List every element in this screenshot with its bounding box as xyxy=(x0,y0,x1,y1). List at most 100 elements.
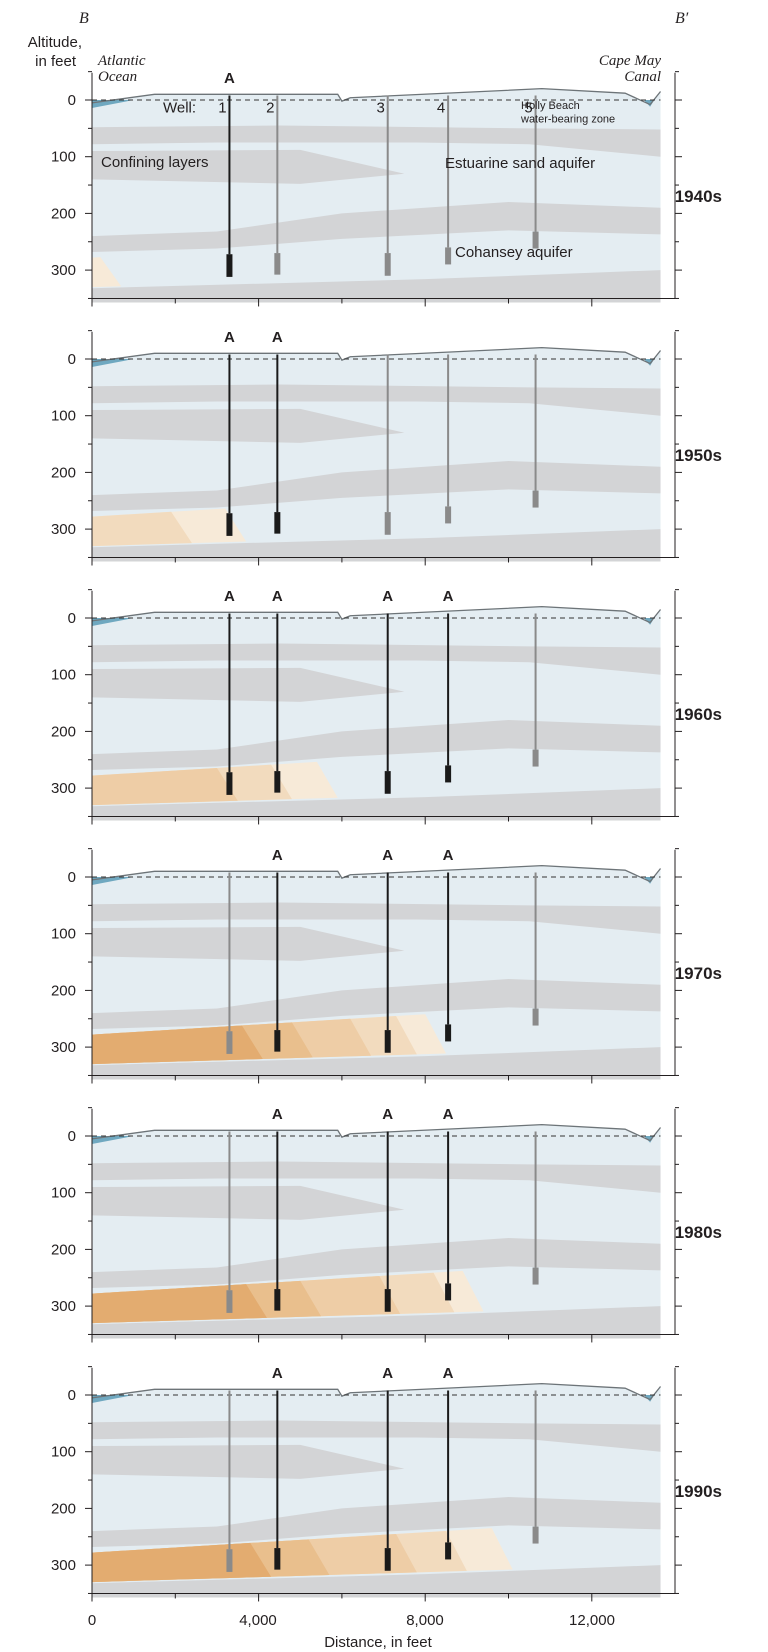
y-axis-title-line1: Altitude, xyxy=(28,34,82,51)
well-screen xyxy=(384,512,391,535)
confining-layers-label: Confining layers xyxy=(101,154,209,171)
confining-wedge xyxy=(92,667,405,702)
well-active-flag: A xyxy=(382,847,393,864)
lower-confining-layer xyxy=(92,1238,661,1288)
decade-label: 1940s xyxy=(675,187,722,206)
well-active-flag: A xyxy=(443,1365,454,1382)
upper-confining-layer xyxy=(92,125,661,157)
holly-beach-label-line1: Holly Beach xyxy=(521,100,580,112)
x-axis-title: Distance, in feet xyxy=(324,1634,432,1651)
y-tick-label: 0 xyxy=(68,610,76,627)
lower-confining-layer xyxy=(92,979,661,1029)
well-number-label: 5 xyxy=(524,99,532,116)
well-active-flag: A xyxy=(382,1365,393,1382)
y-tick-label: 200 xyxy=(51,1500,76,1517)
well-active-flag: A xyxy=(272,588,283,605)
y-tick-label: 100 xyxy=(51,926,76,943)
well-screen xyxy=(532,1267,539,1285)
well-screen xyxy=(384,1548,391,1571)
y-tick-label: 0 xyxy=(68,1128,76,1145)
well-screen xyxy=(226,772,233,795)
y-tick-label: 300 xyxy=(51,1557,76,1574)
well-active-flag: A xyxy=(443,1106,454,1123)
well-screen xyxy=(274,512,281,534)
upper-confining-layer xyxy=(92,902,661,934)
well-screen xyxy=(445,506,452,524)
well-screen xyxy=(445,1283,452,1301)
decade-label: 1960s xyxy=(675,705,722,724)
well-active-flag: A xyxy=(272,329,283,346)
basal-confining-layer xyxy=(92,1306,661,1339)
x-axis-tick-label-12000: 12,000 xyxy=(569,1612,615,1629)
decade-label: 1970s xyxy=(675,964,722,983)
well-screen xyxy=(226,1549,233,1572)
atlantic-ocean-label-line1: Atlantic xyxy=(97,53,146,69)
well-screen xyxy=(384,771,391,794)
section-end-label: B′ xyxy=(675,10,689,27)
holly-beach-label-line2: water-bearing zone xyxy=(520,114,615,126)
land-surface-line xyxy=(91,865,662,883)
well-screen xyxy=(532,1008,539,1026)
well-screen xyxy=(532,231,539,249)
well-screen xyxy=(226,254,233,277)
well-active-flag: A xyxy=(272,847,283,864)
panel-1980s: A A A 0 100 200 300 1980s xyxy=(51,1106,722,1343)
well-screen xyxy=(445,247,452,265)
y-tick-label: 200 xyxy=(51,464,76,481)
well-number-label: 2 xyxy=(266,99,274,116)
y-tick-label: 100 xyxy=(51,1185,76,1202)
basal-confining-layer xyxy=(92,529,661,562)
basal-confining-layer xyxy=(92,270,661,303)
y-tick-label: 100 xyxy=(51,1444,76,1461)
estuarine-aquifer-label: Estuarine sand aquifer xyxy=(445,155,595,172)
well-screen xyxy=(445,765,452,783)
well-prefix-label: Well: xyxy=(163,99,196,116)
well-screen xyxy=(384,1030,391,1053)
basal-confining-layer xyxy=(92,1047,661,1080)
decade-label: 1980s xyxy=(675,1223,722,1242)
atlantic-ocean-label-line2: Ocean xyxy=(98,69,137,85)
decade-label: 1990s xyxy=(675,1482,722,1501)
upper-confining-layer xyxy=(92,1161,661,1193)
land-surface-line xyxy=(91,347,662,365)
y-tick-label: 300 xyxy=(51,1039,76,1056)
lower-confining-layer xyxy=(92,202,661,252)
confining-wedge xyxy=(92,926,405,961)
upper-confining-layer xyxy=(92,384,661,416)
y-tick-label: 200 xyxy=(51,1241,76,1258)
lower-confining-layer xyxy=(92,720,661,770)
salt-front-band xyxy=(92,511,192,547)
well-active-flag: A xyxy=(224,70,235,87)
x-axis-tick-label-4000: 4,000 xyxy=(239,1612,277,1629)
y-tick-label: 100 xyxy=(51,667,76,684)
well-number-label: 3 xyxy=(377,99,385,116)
salt-front-band xyxy=(92,1284,267,1324)
salt-front-band xyxy=(92,767,238,806)
well-screen xyxy=(226,1290,233,1313)
well-active-flag: A xyxy=(382,588,393,605)
well-screen xyxy=(274,1030,281,1052)
y-tick-label: 0 xyxy=(68,869,76,886)
y-tick-label: 300 xyxy=(51,521,76,538)
section-start-label: B xyxy=(79,10,89,27)
well-screen xyxy=(445,1024,452,1042)
y-tick-label: 300 xyxy=(51,1298,76,1315)
y-tick-label: 200 xyxy=(51,982,76,999)
basal-confining-layer xyxy=(92,1565,661,1598)
upper-confining-layer xyxy=(92,1420,661,1452)
y-tick-label: 0 xyxy=(68,1387,76,1404)
well-active-flag: A xyxy=(272,1106,283,1123)
y-tick-label: 300 xyxy=(51,780,76,797)
salt-front-band xyxy=(92,1025,263,1065)
well-active-flag: A xyxy=(443,588,454,605)
decade-label: 1950s xyxy=(675,446,722,465)
confining-wedge xyxy=(92,149,405,184)
land-surface-line xyxy=(91,1124,662,1142)
well-screen xyxy=(445,1542,452,1560)
well-active-flag: A xyxy=(382,1106,393,1123)
upper-confining-layer xyxy=(92,643,661,675)
